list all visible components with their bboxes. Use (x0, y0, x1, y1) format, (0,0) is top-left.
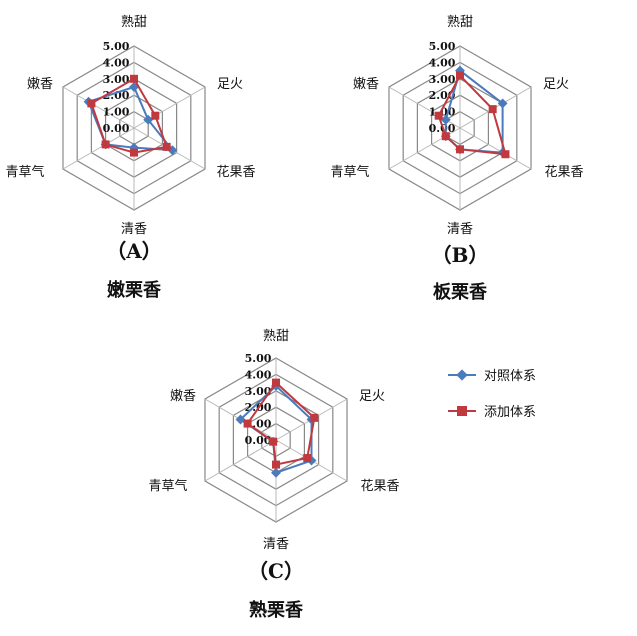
data-point-added (87, 99, 96, 108)
axis-label: 足火 (217, 77, 243, 92)
data-point-added (243, 419, 252, 428)
data-point-added (456, 145, 464, 154)
axis-label: 花果香 (216, 164, 255, 180)
radar-panel-c: 0.001.002.003.004.005.00熟甜足火花果香清香青草气嫩香（C… (148, 328, 399, 621)
tick-label: 3.00 (429, 73, 456, 86)
data-point-added (151, 111, 160, 120)
axis-spoke (62, 127, 135, 170)
data-point-added (310, 413, 319, 422)
data-point-control (235, 414, 246, 425)
data-point-added (130, 148, 138, 157)
tick-label: 2.00 (429, 89, 456, 102)
axis-label: 清香 (447, 222, 473, 237)
data-point-added (434, 111, 443, 120)
chart-title: 板栗香 (433, 281, 488, 303)
axis-label: 嫩香 (353, 77, 379, 92)
axis-label: 熟甜 (121, 14, 147, 30)
data-point-added (501, 150, 510, 159)
axis-label: 青草气 (148, 478, 187, 494)
tick-label: 0.00 (103, 122, 130, 135)
legend-control-label: 对照体系 (484, 369, 536, 384)
axis-label: 青草气 (5, 164, 44, 180)
legend: 对照体系 添加体系 (448, 369, 536, 420)
data-point-added (130, 74, 138, 83)
data-point-added (272, 460, 280, 469)
data-point-control (143, 114, 154, 125)
axis-label: 清香 (263, 537, 289, 552)
axis-label: 嫩香 (170, 389, 196, 404)
axis-label: 青草气 (330, 164, 369, 180)
panel-label: （C） (248, 559, 304, 583)
tick-label: 5.00 (429, 40, 456, 53)
tick-label: 1.00 (103, 106, 130, 119)
axis-label: 花果香 (360, 478, 399, 494)
tick-label: 4.00 (103, 56, 130, 69)
legend-added-marker (457, 406, 467, 416)
tick-label: 4.00 (245, 368, 272, 381)
chart-title: 嫩栗香 (107, 279, 162, 301)
data-point-added (488, 105, 497, 114)
tick-label: 0.00 (245, 434, 272, 447)
data-point-added (101, 140, 110, 149)
axis-spoke (204, 439, 277, 482)
data-point-added (162, 142, 171, 151)
axis-spoke (62, 86, 135, 129)
data-point-control (271, 467, 281, 478)
axis-spoke (133, 86, 206, 129)
panel-label: （A） (106, 239, 162, 263)
tick-label: 3.00 (245, 385, 272, 398)
data-point-added (303, 454, 312, 463)
legend-added-label: 添加体系 (484, 405, 536, 420)
radar-panel-b: 0.001.002.003.004.005.00熟甜足火花果香清香青草气嫩香（B… (330, 14, 583, 303)
data-point-added (441, 132, 450, 141)
chart-title: 熟栗香 (249, 599, 304, 621)
axis-label: 足火 (543, 77, 569, 92)
tick-label: 5.00 (103, 40, 130, 53)
tick-label: 4.00 (429, 56, 456, 69)
axis-label: 足火 (359, 389, 385, 404)
series-line (87, 85, 175, 152)
tick-label: 5.00 (245, 352, 272, 365)
axis-label: 熟甜 (447, 14, 473, 30)
data-point-added (456, 71, 464, 80)
axis-label: 熟甜 (263, 328, 289, 344)
axis-label: 嫩香 (27, 77, 53, 92)
radar-panel-a: 0.001.002.003.004.005.00熟甜足火花果香清香青草气嫩香（A… (5, 14, 255, 301)
tick-label: 3.00 (103, 73, 130, 86)
axis-label: 花果香 (544, 164, 583, 180)
data-point-added (272, 378, 280, 387)
data-point-added (269, 437, 278, 446)
legend-control-marker (456, 369, 468, 381)
panel-label: （B） (432, 243, 489, 267)
axis-spoke (459, 127, 532, 170)
axis-label: 清香 (121, 222, 147, 237)
